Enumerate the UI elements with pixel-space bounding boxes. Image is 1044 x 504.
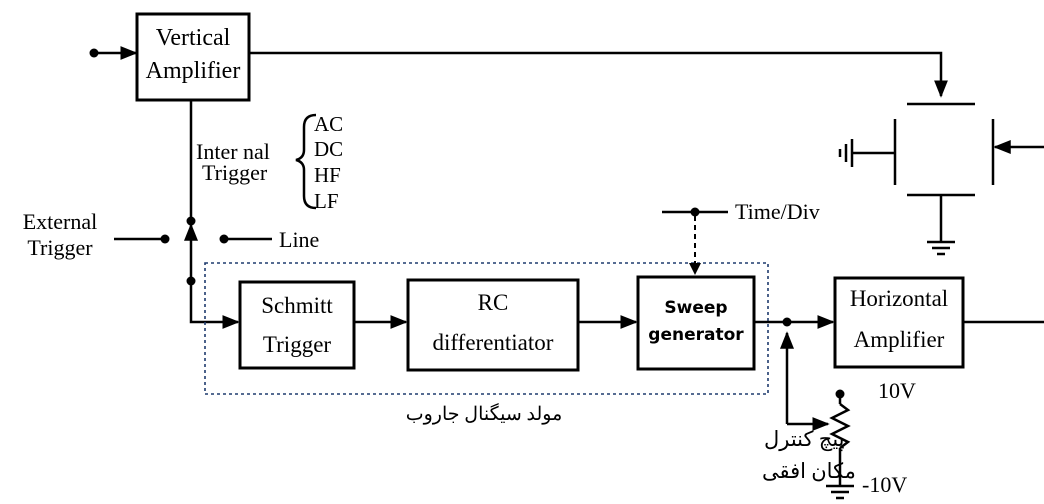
horizontal-position-potentiometer	[780, 331, 854, 500]
sweep-generator-label-line1: Sweep	[664, 298, 727, 318]
internal-trigger-label-line2: Trigger	[202, 160, 268, 185]
time-div-label: Time/Div	[735, 199, 820, 224]
time-div-control	[662, 207, 728, 275]
vertical-output-wire	[249, 51, 948, 98]
supply-negative-label: -10V	[862, 472, 907, 497]
vertical-amplifier-block: Vertical Amplifier	[135, 12, 251, 102]
vertical-amplifier-label-line2: Amplifier	[146, 58, 241, 84]
coupling-option-dc: DC	[314, 137, 343, 161]
internal-trigger-label-line1: Inter nal	[196, 139, 270, 164]
external-trigger-label-line1: External	[23, 209, 98, 234]
position-pot-label-line2: مکان افقی	[762, 459, 856, 483]
coupling-brace	[295, 113, 317, 210]
rc-differentiator-block: RC differentiator	[406, 278, 580, 372]
crt-deflection-plates	[838, 102, 1044, 256]
coupling-option-lf: LF	[314, 189, 339, 213]
sweep-generator-label-line2: generator	[648, 325, 744, 345]
schmitt-trigger-label-line1: Schmitt	[261, 293, 333, 318]
coupling-option-ac: AC	[314, 112, 343, 136]
coupling-option-hf: HF	[314, 163, 341, 187]
external-trigger-label-line2: Trigger	[27, 235, 93, 260]
rc-differentiator-label-line1: RC	[478, 290, 509, 315]
line-source-label: Line	[279, 227, 319, 252]
external-trigger-wire	[114, 234, 170, 244]
sweep-signal-generator-group	[204, 262, 769, 395]
rc-differentiator-label-line2: differentiator	[433, 330, 554, 355]
sweep-to-horizontal-wire	[754, 315, 835, 329]
schmitt-trigger-label-line2: Trigger	[263, 332, 331, 357]
vertical-input-wire	[89, 46, 138, 60]
position-pot-label-line1: پیچ کنترل	[764, 427, 845, 452]
supply-positive-label: 10V	[878, 378, 916, 403]
trigger-source-switch	[184, 216, 272, 286]
switch-to-schmitt-wire	[189, 281, 240, 329]
horizontal-amplifier-block: Horizontal Amplifier	[833, 276, 965, 369]
sweep-generator-block: Sweep generator	[636, 275, 756, 371]
sweep-group-caption: مولد سیگنال جاروب	[406, 402, 563, 425]
schmitt-trigger-block: Schmitt Trigger	[238, 280, 356, 370]
vertical-amplifier-label-line1: Vertical	[156, 25, 231, 51]
horizontal-amplifier-label-line1: Horizontal	[850, 286, 948, 311]
horizontal-amplifier-label-line2: Amplifier	[854, 327, 945, 352]
